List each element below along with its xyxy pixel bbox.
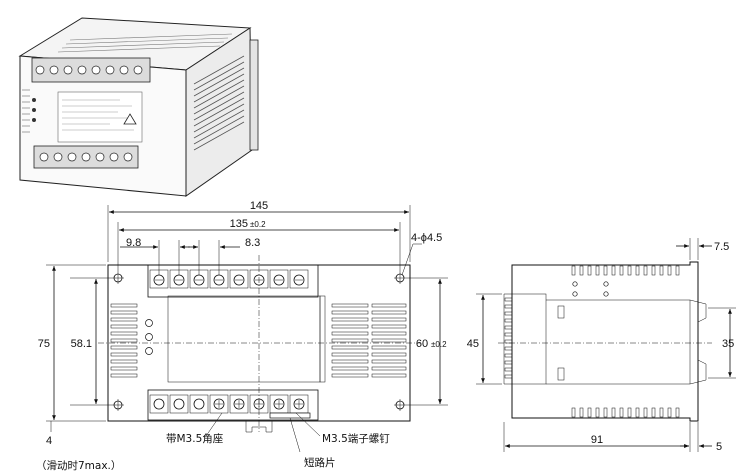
front-dimensions: 145 135 ±0.2 9.8 8.3 4-ϕ4.5 75 58.1 <box>36 200 448 472</box>
dim-terminal-offset: 9.8 <box>126 237 141 249</box>
dim-flange-bottom: 5 <box>716 441 722 453</box>
side-view <box>498 261 712 422</box>
label-square-washer: 带M3.5角座 <box>166 432 223 445</box>
side-dimensions: 45 35 7.5 91 5 <box>467 238 736 453</box>
right-vents <box>331 303 407 378</box>
dim-slide-gap: 4 <box>46 435 52 447</box>
front-view <box>98 255 420 433</box>
dim-mount-pitch: 135 <box>230 218 248 230</box>
mounting-holes <box>112 272 406 411</box>
dim-flange-top: 7.5 <box>714 241 729 253</box>
dim-width-total: 145 <box>250 200 268 212</box>
dim-rail-height: 35 <box>722 338 734 350</box>
indicator-leds <box>145 319 153 355</box>
dim-hole-spec: 4-ϕ4.5 <box>411 232 442 244</box>
dim-height-total: 75 <box>38 338 50 350</box>
dim-inner-height: 58.1 <box>71 338 92 350</box>
side-view-outline <box>511 261 699 422</box>
dim-vertical-pitch-tol: ±0.2 <box>431 340 447 349</box>
label-short-bar: 短路片 <box>304 456 336 469</box>
dim-depth: 91 <box>591 434 603 446</box>
label-terminal-screw: M3.5端子螺钉 <box>322 432 390 445</box>
dim-mount-pitch-tol: ±0.2 <box>250 220 266 229</box>
dim-side-height: 45 <box>467 338 479 350</box>
left-vents <box>110 303 138 378</box>
dim-vertical-pitch: 60 <box>416 338 428 350</box>
slide-note: （滑动时7max.） <box>36 460 121 472</box>
front-callouts: 带M3.5角座 M3.5端子螺钉 短路片 <box>166 412 390 469</box>
side-bottom-vents <box>571 407 680 418</box>
product-illustration <box>18 17 259 197</box>
side-top-vents <box>571 265 680 276</box>
top-terminals <box>149 269 309 289</box>
dim-terminal-pitch: 8.3 <box>245 237 260 249</box>
